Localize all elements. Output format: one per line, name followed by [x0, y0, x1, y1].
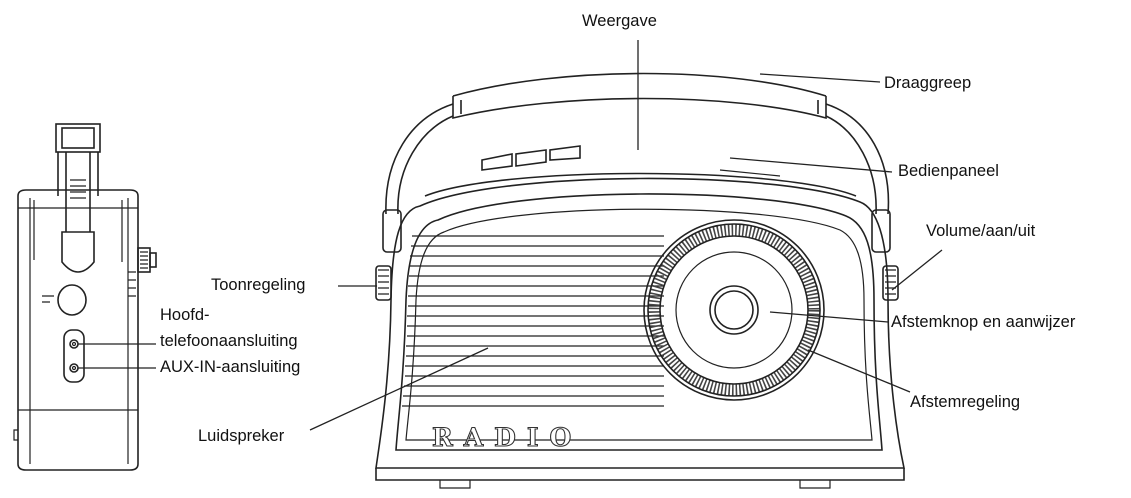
leader-luidspreker	[309, 347, 489, 431]
leader-volume	[891, 249, 943, 291]
label-aux: AUX-IN-aansluiting	[160, 358, 300, 376]
label-draaggreep: Draaggreep	[884, 74, 971, 92]
tone-knob	[375, 265, 392, 301]
label-weergave: Weergave	[582, 12, 657, 30]
label-afstemregeling: Afstemregeling	[910, 393, 1020, 411]
leader-bedienpaneel	[729, 157, 893, 173]
tuning-dial	[643, 219, 825, 401]
speaker-grille	[402, 235, 664, 407]
leader-draaggreep	[759, 73, 881, 83]
label-bedienpaneel: Bedienpaneel	[898, 162, 999, 180]
label-luidspreker: Luidspreker	[198, 427, 285, 445]
label-hoofdtelefoon-line1: Hoofd-	[160, 306, 210, 324]
leader-afstemregeling	[807, 349, 911, 393]
label-afstemknop: Afstemknop en aanwijzer	[891, 313, 1076, 331]
label-hoofdtelefoon-line2: telefoonaansluiting	[160, 332, 298, 350]
leader-afstemknop	[769, 311, 889, 323]
leader-lines	[78, 40, 943, 431]
radio-logo: RADIO	[432, 423, 582, 452]
label-toonregeling: Toonregeling	[211, 276, 306, 294]
labels: Weergave Draaggreep Bedienpaneel Volume/…	[160, 12, 1076, 445]
label-volume: Volume/aan/uit	[926, 222, 1036, 240]
volume-knob	[882, 265, 899, 301]
side-view	[13, 123, 157, 471]
front-view: RADIO	[375, 72, 905, 489]
